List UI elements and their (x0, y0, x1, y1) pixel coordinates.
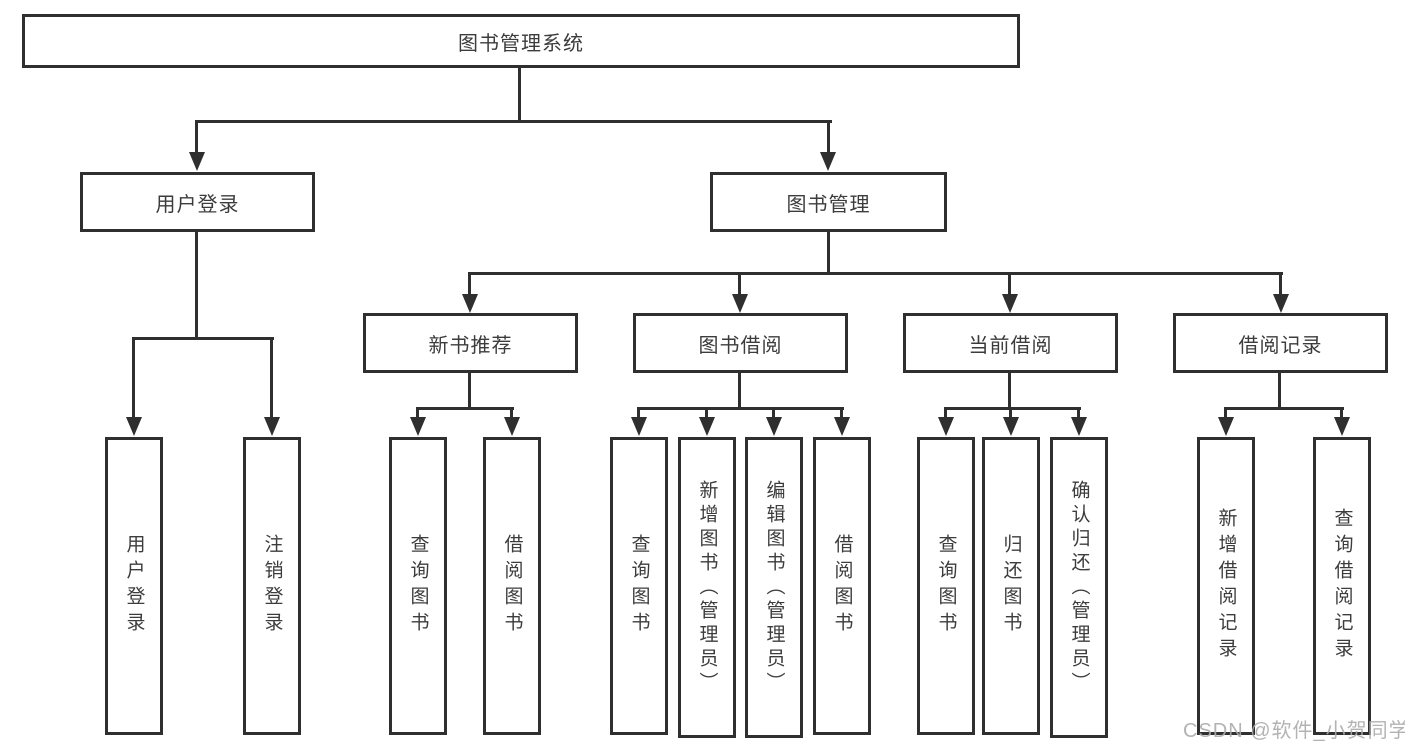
node-new-book-rec: 新书推荐 (363, 313, 578, 373)
leaf-rec-query-books: 查询图书 (389, 437, 447, 735)
connector-stem-user-login (195, 120, 198, 153)
leaf-bb-borrow-books: 借阅图书 (813, 437, 871, 735)
csdn-watermark: CSDN @软件_小贺同学 (1183, 720, 1405, 742)
arrow-down-icon (189, 152, 205, 171)
connector-stem (705, 407, 708, 418)
leaf-cb-return-books: 归还图书 (982, 437, 1040, 735)
leaf-bb-edit-books-admin: 编辑图书（管理员） (745, 437, 803, 738)
connector-root-hbar (196, 120, 832, 123)
connector-stem (840, 407, 843, 418)
leaf-rec-borrow-books: 借阅图书 (483, 437, 541, 735)
connector-rec-hbar (416, 407, 514, 410)
connector-record-stub (1278, 373, 1281, 407)
leaf-cb-confirm-return-admin: 确认归还（管理员） (1050, 437, 1108, 738)
connector-level3-hbar (468, 272, 1283, 275)
connector-stem-book-mgmt (827, 120, 830, 153)
arrow-down-icon (410, 417, 426, 436)
leaf-cb-query-books: 查询图书 (917, 437, 975, 735)
arrow-down-icon (938, 417, 954, 436)
leaf-br-add-record: 新增借阅记录 (1197, 437, 1255, 735)
connector-stem (416, 407, 419, 418)
connector-root-stub (518, 68, 521, 121)
arrow-down-icon (1273, 294, 1289, 313)
arrow-down-icon (1002, 294, 1018, 313)
node-borrow-record: 借阅记录 (1173, 313, 1388, 373)
arrow-down-icon (834, 417, 850, 436)
node-user-login: 用户登录 (80, 172, 315, 232)
arrow-down-icon (631, 417, 647, 436)
connector-stem (1340, 407, 1343, 418)
connector-borrow-hbar (637, 407, 844, 410)
arrow-down-icon (1334, 417, 1350, 436)
arrow-down-icon (264, 417, 280, 436)
connector-stem-current (1008, 272, 1011, 295)
connector-userlogin-hbar (132, 337, 274, 340)
connector-rec-stub (468, 373, 471, 407)
node-book-borrow: 图书借阅 (633, 313, 848, 373)
leaf-bb-add-books-admin: 新增图书（管理员） (678, 437, 736, 738)
arrow-down-icon (1218, 417, 1234, 436)
connector-stem-rec (468, 272, 471, 295)
arrow-down-icon (699, 417, 715, 436)
node-root: 图书管理系统 (22, 14, 1020, 68)
node-book-mgmt: 图书管理 (710, 172, 947, 232)
arrow-down-icon (1071, 417, 1087, 436)
arrow-down-icon (766, 417, 782, 436)
node-current-borrow: 当前借阅 (903, 313, 1118, 373)
connector-bookmgmt-stub (827, 232, 830, 273)
leaf-br-query-record: 查询借阅记录 (1313, 437, 1371, 735)
connector-stem (1077, 407, 1080, 418)
connector-stem-record (1279, 272, 1282, 295)
connector-stem (1224, 407, 1227, 418)
connector-borrow-stub (738, 373, 741, 407)
connector-stem (637, 407, 640, 418)
connector-stem-leaf-logout (270, 337, 273, 418)
connector-userlogin-stub (195, 232, 198, 337)
connector-stem (1009, 407, 1012, 418)
arrow-down-icon (1003, 417, 1019, 436)
connector-record-hbar (1224, 407, 1344, 410)
connector-current-hbar (944, 407, 1081, 410)
connector-current-stub (1008, 373, 1011, 407)
arrow-down-icon (126, 417, 142, 436)
arrow-down-icon (504, 417, 520, 436)
connector-stem (510, 407, 513, 418)
leaf-user-login: 用户登录 (105, 437, 163, 735)
arrow-down-icon (820, 152, 836, 171)
connector-stem (944, 407, 947, 418)
connector-stem-leaf-login (132, 337, 135, 418)
arrow-down-icon (462, 294, 478, 313)
leaf-bb-query-books: 查询图书 (610, 437, 668, 735)
connector-stem (772, 407, 775, 418)
arrow-down-icon (732, 294, 748, 313)
leaf-logout: 注销登录 (243, 437, 301, 735)
connector-stem-borrow (738, 272, 741, 295)
